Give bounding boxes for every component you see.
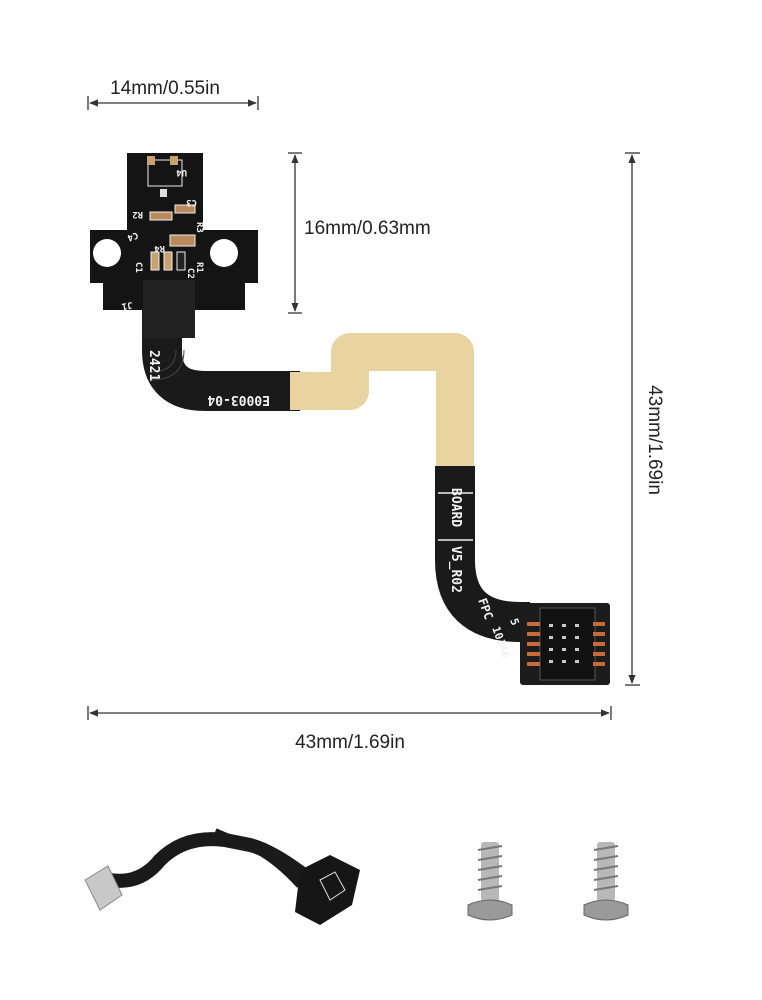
pcb-label-version: V5_R02 [448,546,463,593]
pcb-label-r4: R4 [154,243,165,253]
pcb-label-r1: R1 [194,262,204,273]
mounting-hole-right [210,239,238,267]
pcb-label-r2: R2 [132,209,143,219]
fpc-connector [520,603,610,685]
total-height-label: 43mm/1.69in [644,385,665,495]
pcb-code-e0003: E0003-04 [207,392,270,407]
pcb-code-2421: 2421 [146,350,161,381]
pcb-label-fpc: FPC [475,596,496,621]
flex-cable [142,290,540,642]
mounting-hole-left [93,239,121,267]
dimension-total-height [625,152,640,686]
pcb-label-pin: 5 [507,617,521,628]
board-height-label: 16mm/0.63mm [304,218,431,239]
dimension-total-width [87,706,612,720]
pcb-label-u4: U4 [176,167,187,177]
dimension-top-width [87,96,259,110]
pcb-label-c1: C1 [133,262,143,273]
pcb-label-c2: C2 [185,268,195,279]
pcb-label-c4: C4 [125,229,139,242]
screw-right [583,842,629,921]
pcb-label-c3: C3 [186,197,197,207]
total-width-label: 43mm/1.69in [295,732,405,753]
dimension-board-height [288,152,302,314]
pcb-label-r3: R3 [194,222,204,233]
sensor-board: U4 C3 R2 R3 C4 R4 C1 R1 C2 J1 [90,153,258,338]
product-angled-view [84,828,360,925]
screw-left [467,842,513,921]
pcb-label-board: BOARD [448,488,463,527]
top-width-label: 14mm/0.55in [110,78,220,99]
pcb-label-j1: J1 [121,299,133,311]
